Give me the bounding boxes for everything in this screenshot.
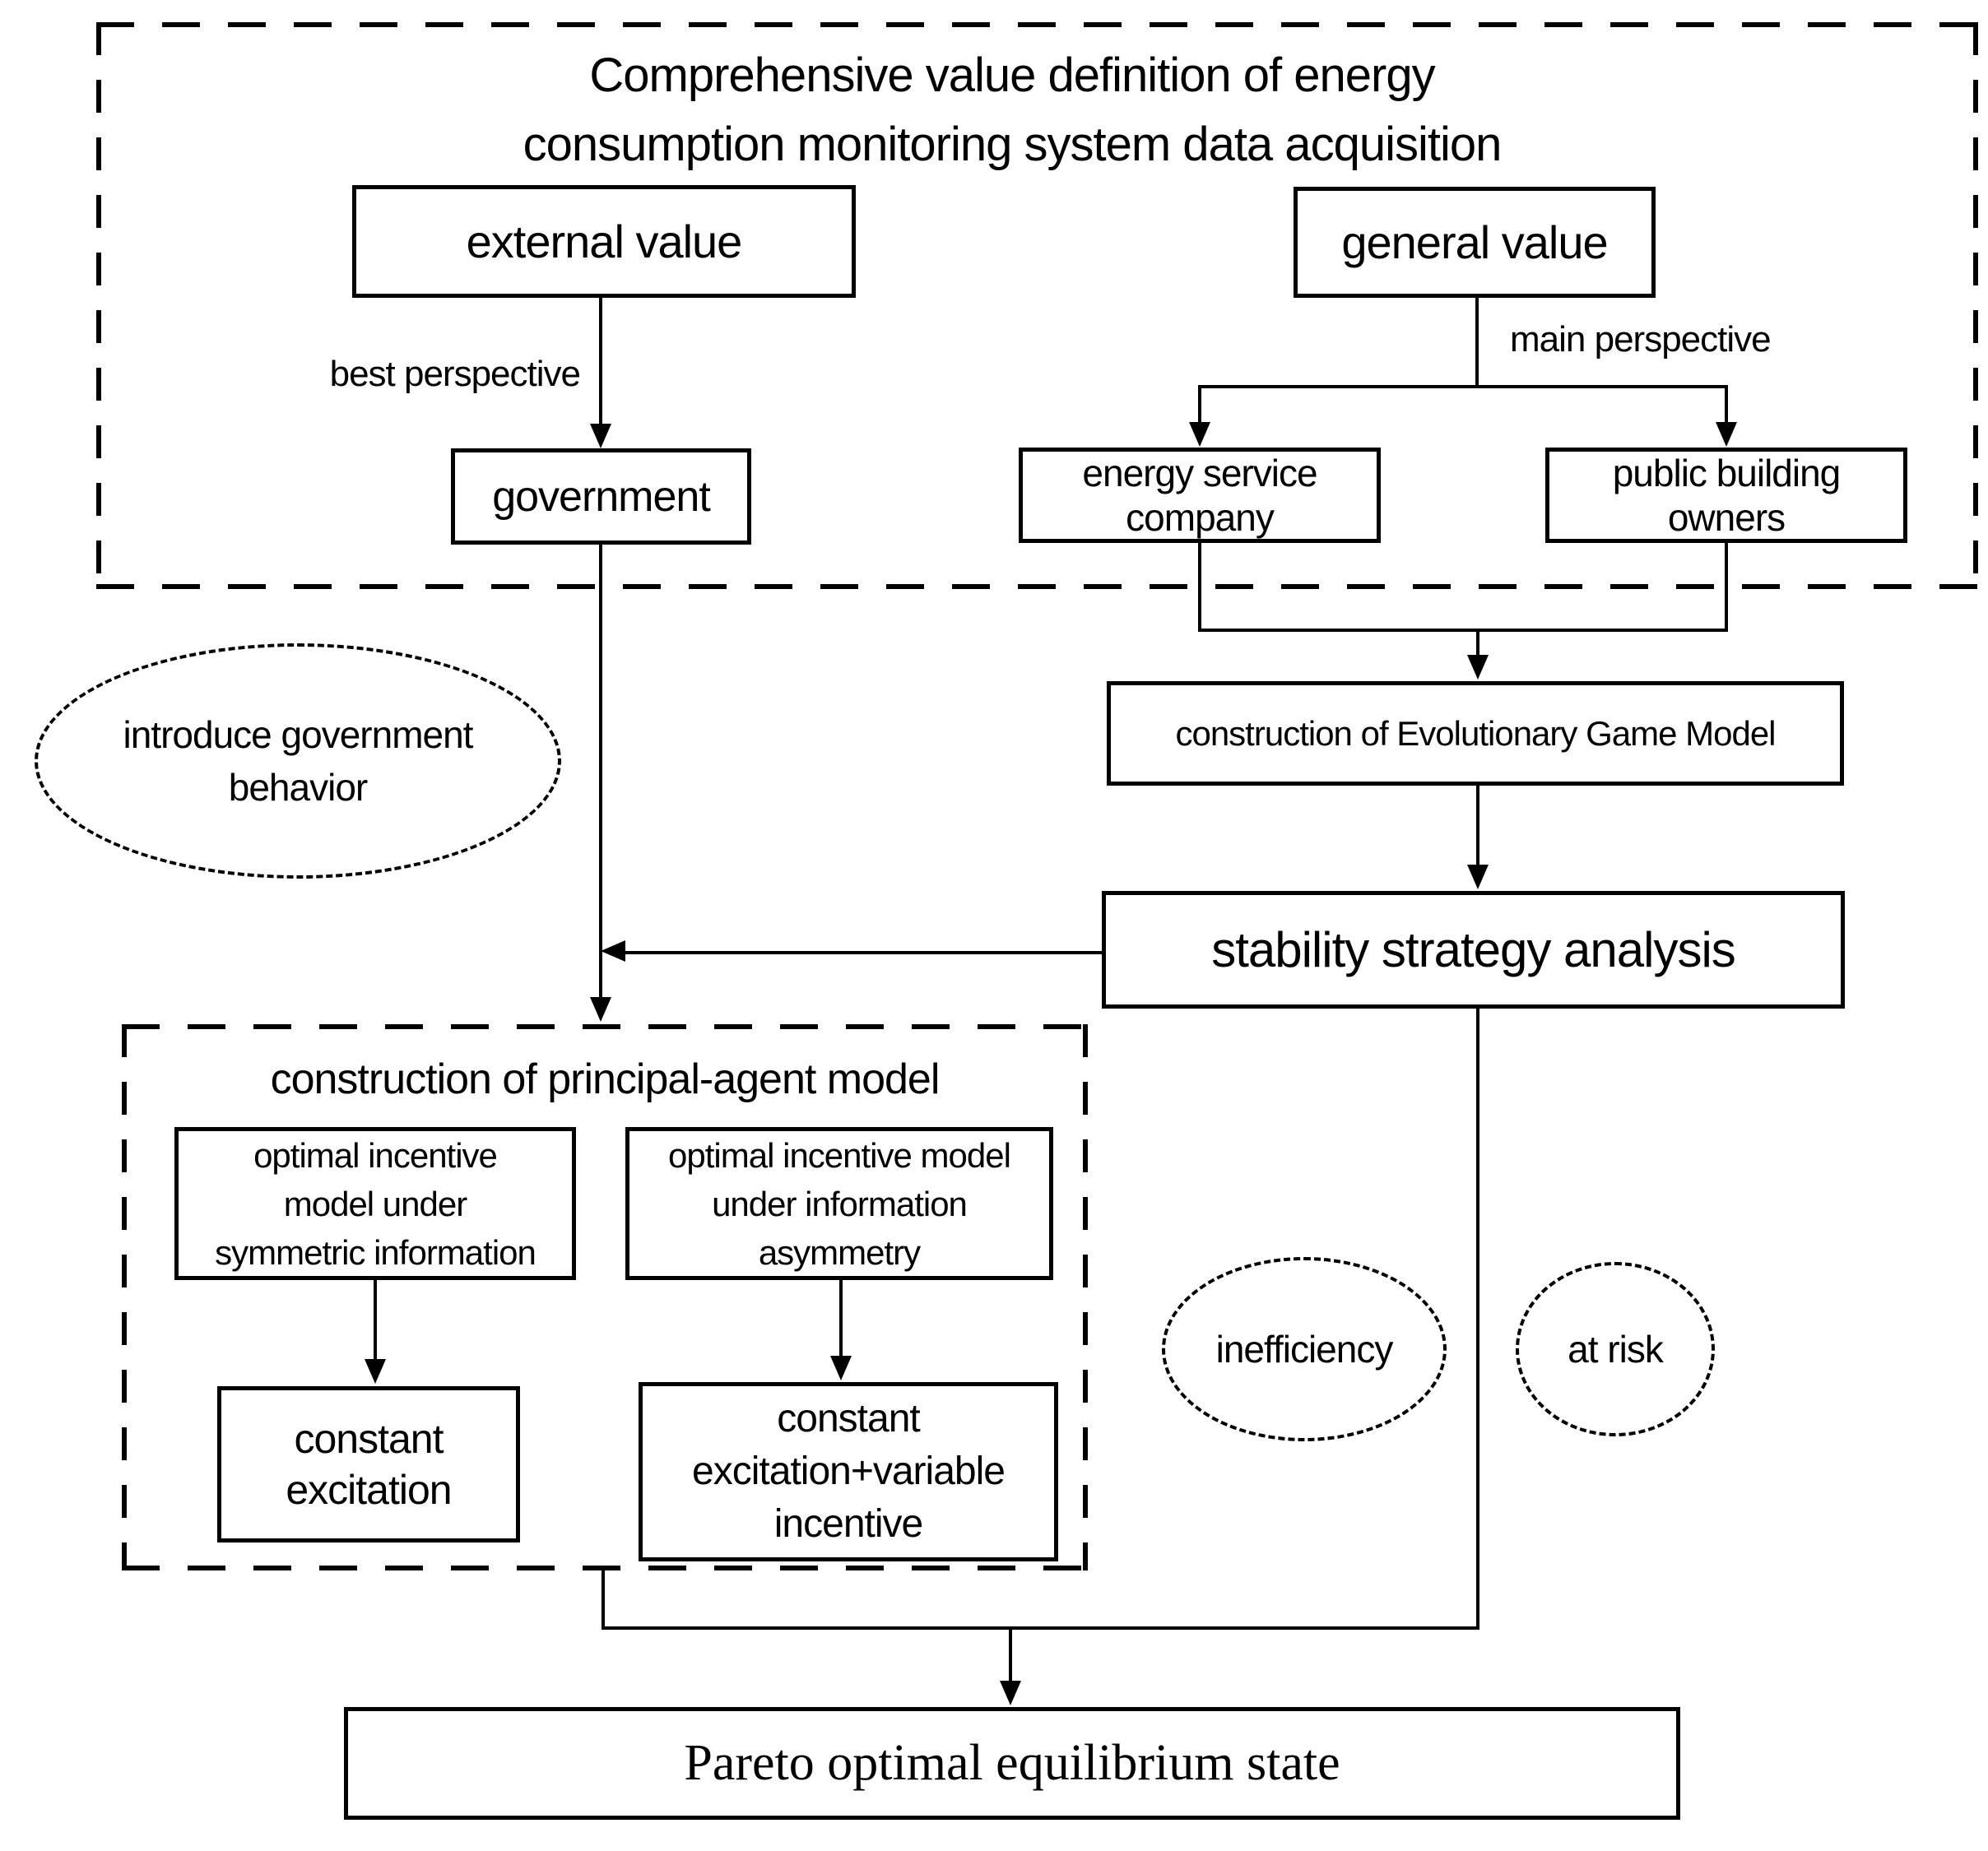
government-node: government: [451, 448, 751, 545]
inefficiency-ellipse: inefficiency: [1162, 1257, 1447, 1441]
principal-agent-region-border-bottom: [122, 1566, 1088, 1570]
at-risk-ellipse: at risk: [1516, 1262, 1715, 1436]
connector-asymmetric-to-variable: [839, 1280, 843, 1357]
split-line-main-perspective: [1198, 385, 1728, 388]
principal-agent-region-border-right: [1083, 1024, 1088, 1570]
value-definition-region-border-bottom: [96, 584, 1978, 589]
connector-external-to-government: [599, 298, 602, 426]
connector-evolutionary-to-stability: [1476, 786, 1479, 866]
diagram-title-line1: Comprehensive value definition of energy: [589, 49, 1435, 102]
connector-stability-to-left: [622, 951, 1107, 954]
government-label: government: [492, 472, 711, 521]
connector-symmetric-to-constant: [374, 1280, 377, 1361]
general-value-node: general value: [1294, 187, 1656, 298]
bottom-join-line: [602, 1626, 1479, 1630]
arrowhead-into-principal-agent-box: [590, 997, 611, 1022]
arrowhead-into-constant-variable: [830, 1356, 852, 1380]
principal-agent-region-border-left: [122, 1024, 127, 1570]
principal-agent-model-title: construction of principal-agent model: [270, 1055, 941, 1103]
principal-agent-region-border-top: [122, 1024, 1088, 1029]
value-definition-region-border-top: [96, 22, 1978, 27]
connector-stability-to-bottom: [1476, 1009, 1479, 1630]
connector-principal-agent-to-bottom: [602, 1570, 605, 1630]
connector-general-to-split: [1475, 298, 1479, 388]
pareto-optimal-node: Pareto optimal equilibrium state: [344, 1707, 1680, 1820]
stability-strategy-analysis-label: stability strategy analysis: [1211, 922, 1736, 977]
connector-split-to-energy: [1198, 387, 1201, 426]
public-building-owners-node: public building owners: [1545, 448, 1907, 543]
main-perspective-label: main perspective: [1510, 319, 1772, 360]
at-risk-label: at risk: [1568, 1328, 1664, 1371]
energy-service-company-node: energy service company: [1019, 448, 1381, 543]
arrowhead-into-government: [590, 424, 611, 448]
evolutionary-game-model-node: construction of Evolutionary Game Model: [1107, 681, 1844, 786]
optimal-incentive-asymmetric-node: optimal incentive model under informatio…: [625, 1127, 1053, 1280]
value-definition-region-border-left: [96, 22, 101, 589]
connector-to-pareto: [1009, 1626, 1012, 1682]
connector-split-to-public: [1725, 387, 1728, 426]
connector-government-to-principal-agent: [599, 545, 602, 997]
arrowhead-into-constant-excitation: [365, 1359, 386, 1384]
diagram-title-line2: consumption monitoring system data acqui…: [523, 118, 1503, 171]
arrowhead-into-public-owners: [1716, 422, 1737, 447]
inefficiency-label: inefficiency: [1215, 1328, 1394, 1371]
introduce-government-behavior-ellipse: introduce government behavior: [35, 643, 561, 879]
arrowhead-into-evolutionary-model: [1467, 655, 1489, 680]
external-value-node: external value: [352, 185, 856, 298]
external-value-label: external value: [466, 216, 743, 267]
stability-strategy-analysis-node: stability strategy analysis: [1102, 891, 1845, 1009]
connector-join-to-evolutionary: [1476, 630, 1479, 658]
arrowhead-into-energy-company: [1189, 422, 1210, 447]
arrowhead-into-stability: [1467, 865, 1489, 889]
arrowhead-into-pareto: [1000, 1681, 1021, 1705]
best-perspective-label: best perspective: [329, 354, 581, 394]
pareto-optimal-label: Pareto optimal equilibrium state: [684, 1735, 1340, 1791]
optimal-incentive-symmetric-node: optimal incentive model under symmetric …: [174, 1127, 576, 1280]
join-line-below-companies: [1198, 629, 1728, 632]
constant-excitation-variable-node: constant excitation+variable incentive: [639, 1382, 1058, 1561]
value-definition-region-border-right: [1973, 22, 1978, 589]
general-value-label: general value: [1341, 216, 1608, 268]
evolutionary-game-model-label: construction of Evolutionary Game Model: [1175, 713, 1776, 753]
constant-excitation-node: constant excitation: [217, 1386, 520, 1542]
diagram-title: Comprehensive value definition of energy…: [272, 41, 1753, 179]
arrowhead-leftward-from-stability: [601, 940, 625, 962]
